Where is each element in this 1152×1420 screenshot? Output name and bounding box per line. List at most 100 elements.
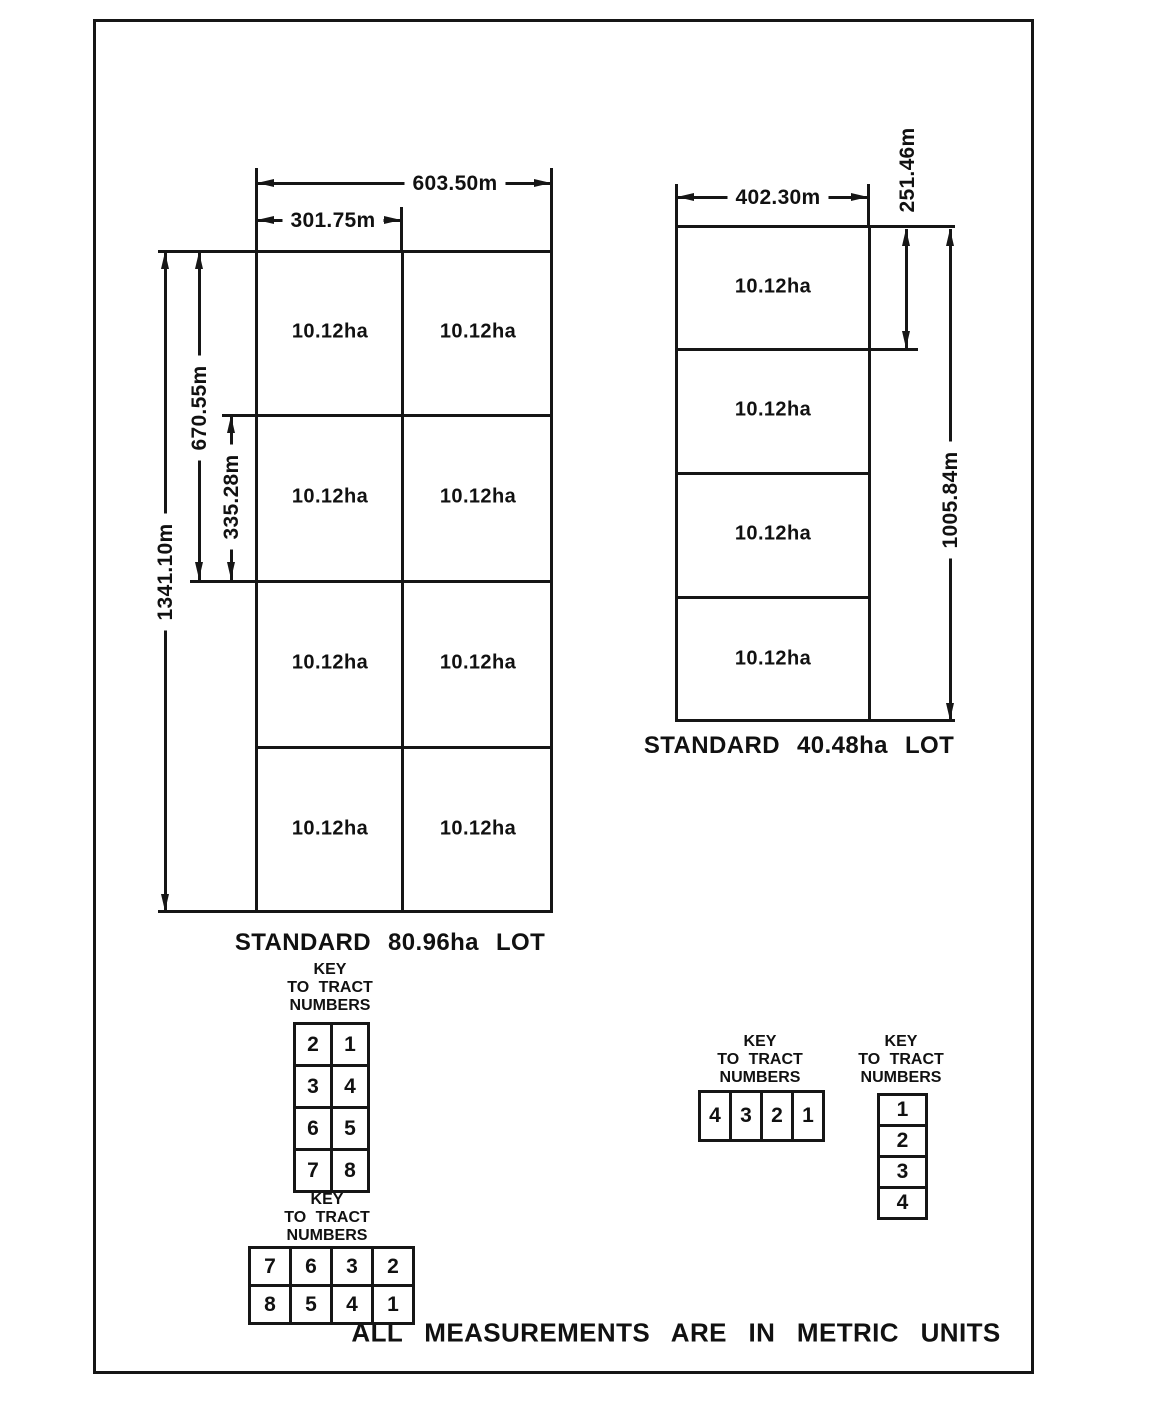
extension-line <box>870 719 955 722</box>
dimension-label-total-width: 402.30m <box>727 186 829 210</box>
extension-line <box>255 168 258 253</box>
arrowhead-icon <box>161 252 169 269</box>
key-header-line: NUMBERS <box>719 1069 801 1086</box>
arrowhead-icon <box>257 216 274 224</box>
tract-area-label: 10.12ha <box>734 275 812 298</box>
extension-line <box>870 225 955 228</box>
key-cell: 8 <box>330 1148 370 1193</box>
lot-80-96ha-caption: STANDARD 80.96ha LOT <box>234 929 546 956</box>
key-header-line: KEY <box>884 1033 918 1050</box>
arrowhead-icon <box>161 894 169 911</box>
lot-80-96ha-divider-row3 <box>255 746 553 749</box>
arrowhead-icon <box>195 562 203 579</box>
key-cell: 5 <box>289 1284 333 1325</box>
key-table-2x4: 2 1 3 4 6 5 7 8 <box>293 1022 370 1193</box>
key-header-line: KEY <box>313 961 347 978</box>
key-cell: 5 <box>330 1106 370 1151</box>
key-header-line: NUMBERS <box>286 1227 368 1244</box>
dimension-label-half-height: 670.55m <box>188 355 212 461</box>
key-cell: 1 <box>330 1022 370 1067</box>
tract-area-label: 10.12ha <box>291 320 369 343</box>
tract-area-label: 10.12ha <box>439 651 517 674</box>
tract-area-label: 10.12ha <box>439 817 517 840</box>
footer-note: ALL MEASUREMENTS ARE IN METRIC UNITS <box>351 1317 1001 1348</box>
arrowhead-icon <box>677 193 694 201</box>
tract-area-label: 10.12ha <box>291 651 369 674</box>
key-cell: 6 <box>289 1246 333 1287</box>
key-header-line: KEY <box>310 1191 344 1208</box>
key-cell: 4 <box>698 1090 732 1142</box>
lot-40-48ha-divider-row1 <box>675 348 871 351</box>
tract-area-label: 10.12ha <box>734 522 812 545</box>
arrowhead-icon <box>227 416 235 433</box>
tract-area-label: 10.12ha <box>734 398 812 421</box>
arrowhead-icon <box>902 229 910 246</box>
key-header: KEY TO TRACT NUMBERS <box>284 1191 370 1245</box>
dimension-line-251 <box>905 229 908 348</box>
key-cell: 4 <box>877 1186 928 1220</box>
key-header-line: NUMBERS <box>860 1069 942 1086</box>
arrowhead-icon <box>902 331 910 348</box>
key-cell: 2 <box>760 1090 794 1142</box>
tract-area-label: 10.12ha <box>291 817 369 840</box>
tract-area-label: 10.12ha <box>291 485 369 508</box>
key-cell: 1 <box>371 1284 415 1325</box>
tract-area-label: 10.12ha <box>734 647 812 670</box>
arrowhead-icon <box>257 179 274 187</box>
arrowhead-icon <box>195 252 203 269</box>
dimension-label-total-height: 1341.10m <box>154 513 178 631</box>
extension-line <box>158 250 258 253</box>
lot-40-48ha-caption: STANDARD 40.48ha LOT <box>643 732 955 759</box>
tract-area-label: 10.12ha <box>439 320 517 343</box>
key-cell: 2 <box>877 1124 928 1158</box>
arrowhead-icon <box>534 179 551 187</box>
key-cell: 1 <box>791 1090 825 1142</box>
key-header-line: NUMBERS <box>289 997 371 1014</box>
dimension-label-total-height: 1005.84m <box>939 441 963 559</box>
key-cell: 1 <box>877 1093 928 1127</box>
extension-line <box>867 184 870 228</box>
extension-line <box>190 580 258 583</box>
key-table-4x1-column: 1 2 3 4 <box>877 1093 928 1220</box>
key-header-line: TO TRACT <box>284 1209 370 1226</box>
arrowhead-icon <box>851 193 868 201</box>
key-header-line: TO TRACT <box>858 1051 944 1068</box>
extension-line <box>222 414 258 417</box>
key-cell: 8 <box>248 1284 292 1325</box>
key-header: KEY TO TRACT NUMBERS <box>717 1033 803 1087</box>
extension-line <box>158 910 258 913</box>
key-cell: 6 <box>293 1106 333 1151</box>
extension-line <box>550 168 553 253</box>
arrowhead-icon <box>946 229 954 246</box>
dimension-label-tract-height: 251.46m <box>896 117 920 223</box>
dimension-label-quarter-height: 335.28m <box>220 444 244 550</box>
key-cell: 7 <box>293 1148 333 1193</box>
page-border <box>93 19 1034 1374</box>
dimension-label-half-width: 301.75m <box>282 209 384 233</box>
key-cell: 2 <box>293 1022 333 1067</box>
lot-80-96ha-divider-row1 <box>255 414 553 417</box>
dimension-label-total-width: 603.50m <box>404 172 506 196</box>
key-cell: 3 <box>293 1064 333 1109</box>
key-cell: 4 <box>330 1284 374 1325</box>
extension-line <box>400 207 403 253</box>
key-cell: 2 <box>371 1246 415 1287</box>
key-cell: 3 <box>877 1155 928 1189</box>
extension-line <box>675 184 678 228</box>
key-header: KEY TO TRACT NUMBERS <box>287 961 373 1015</box>
key-cell: 7 <box>248 1246 292 1287</box>
arrowhead-icon <box>227 562 235 579</box>
extension-line <box>870 348 918 351</box>
key-header: KEY TO TRACT NUMBERS <box>858 1033 944 1087</box>
key-cell: 3 <box>729 1090 763 1142</box>
arrowhead-icon <box>384 216 401 224</box>
key-table-1x4-row: 4 3 2 1 <box>698 1090 825 1142</box>
tract-area-label: 10.12ha <box>439 485 517 508</box>
lot-40-48ha-divider-row2 <box>675 472 871 475</box>
key-cell: 4 <box>330 1064 370 1109</box>
arrowhead-icon <box>946 703 954 720</box>
lot-40-48ha-divider-row3 <box>675 596 871 599</box>
key-table-4x2: 7 6 3 2 8 5 4 1 <box>248 1246 415 1325</box>
key-header-line: TO TRACT <box>717 1051 803 1068</box>
